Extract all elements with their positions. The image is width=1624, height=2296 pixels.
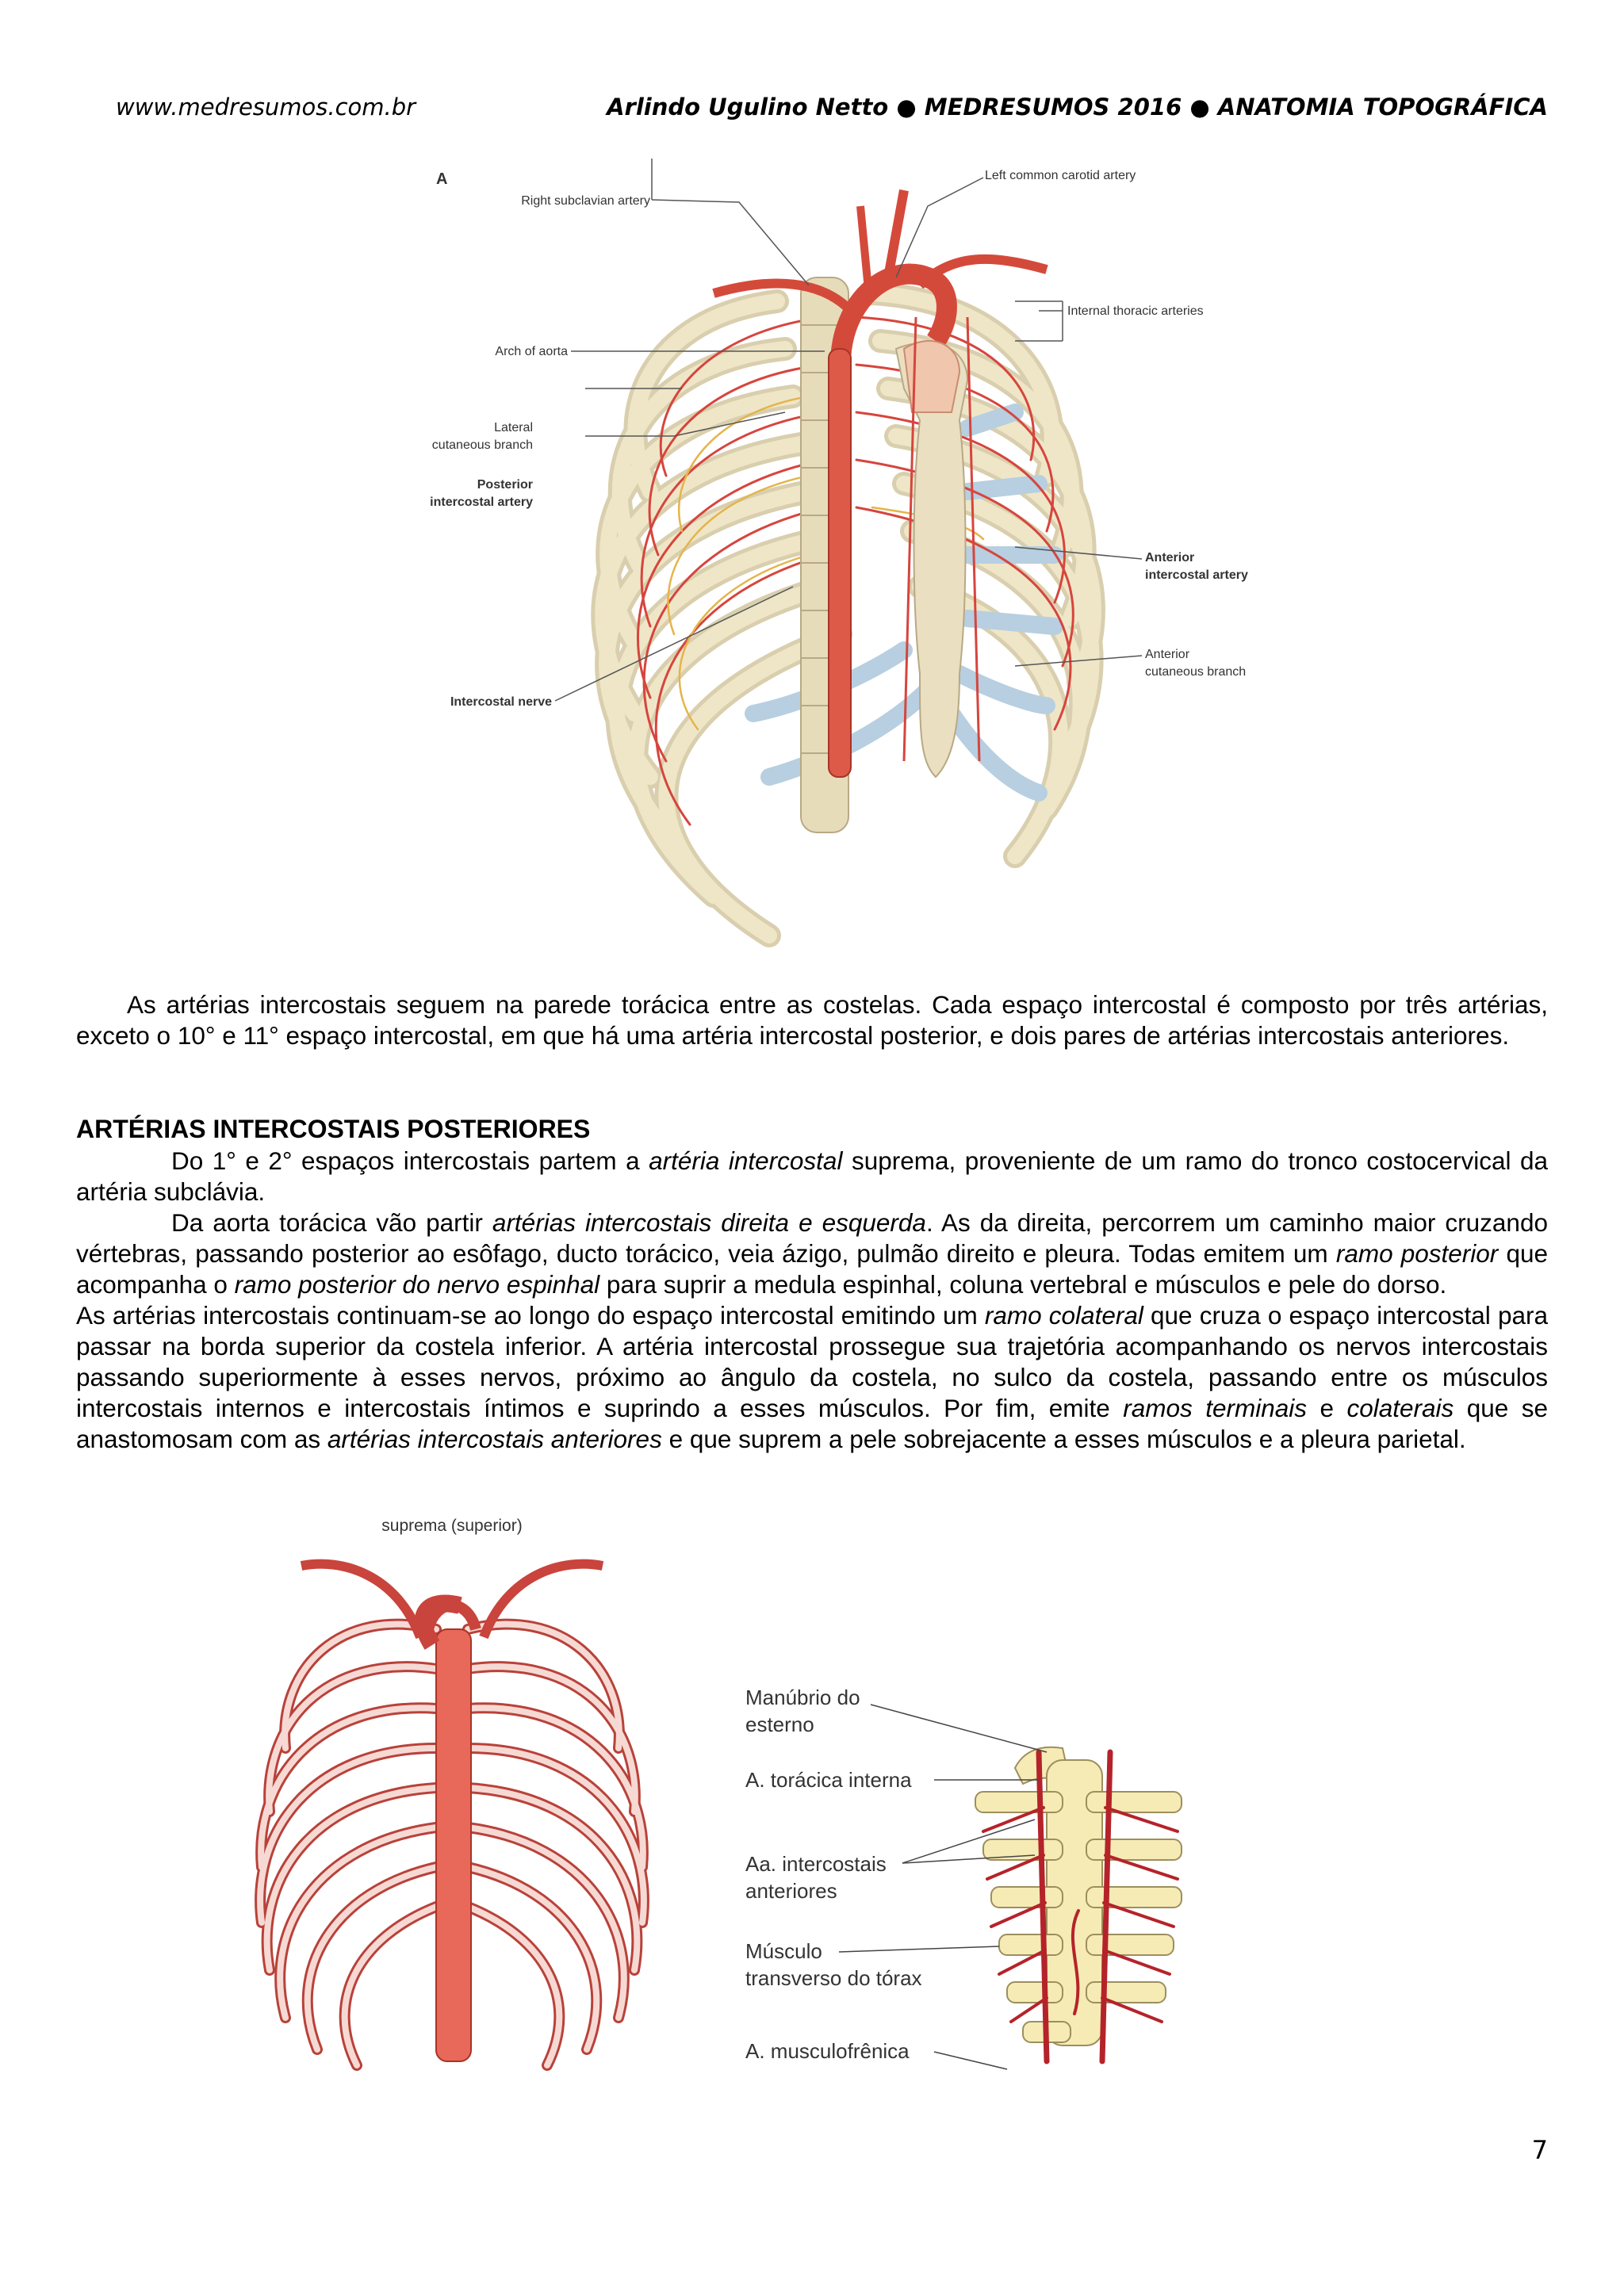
header-title: Arlindo Ugulino Netto ● MEDRESUMOS 2016 … [607, 94, 1548, 121]
figure-ribcage-aorta: suprema (superior) [222, 1510, 682, 2081]
label-right-subclavian: Right subclavian artery [521, 194, 650, 208]
paragraph-aorta: Da aorta torácica vão partir artérias in… [76, 1208, 1548, 1299]
thoracic-cage-illustration: A Right subclavian artery Left common ca… [430, 159, 1248, 947]
label-intercostais-1: Aa. intercostais [745, 1852, 887, 1876]
section-heading: ARTÉRIAS INTERCOSTAIS POSTERIORES [76, 1115, 591, 1143]
paragraph-suprema: Do 1° e 2° espaços intercostais partem a… [76, 1146, 1548, 1206]
label-posterior-intercostal-1: Posterior [477, 478, 533, 492]
label-lateral-cutaneous-2: cutaneous branch [432, 438, 533, 452]
label-anterior-intercostal-1: Anterior [1145, 551, 1194, 564]
label-posterior-intercostal-2: intercostal artery [430, 496, 533, 509]
label-musculo-1: Músculo [745, 1939, 822, 1963]
ribcage-aorta-illustration: suprema (superior) [255, 1517, 649, 2071]
label-arch-of-aorta: Arch of aorta [495, 345, 568, 358]
label-intercostal-nerve: Intercostal nerve [450, 695, 552, 709]
figure-a-panel-letter: A [436, 170, 447, 188]
label-manubrio-2: esterno [745, 1712, 814, 1736]
label-anterior-intercostal-2: intercostal artery [1145, 568, 1248, 582]
section-body: Do 1° e 2° espaços intercostais partem a… [76, 1146, 1548, 1455]
paragraph-colateral: As artérias intercostais continuam-se ao… [76, 1301, 1548, 1453]
figure-internal-thoracic: Manúbrio do esterno A. torácica interna … [737, 1673, 1372, 2085]
label-intercostais-2: anteriores [745, 1879, 837, 1903]
page-number: 7 [1531, 2135, 1548, 2165]
label-anterior-cutaneous-1: Anterior [1145, 648, 1190, 661]
label-toracica-interna: A. torácica interna [745, 1768, 912, 1792]
intro-paragraph: As artérias intercostais seguem na pared… [76, 990, 1548, 1050]
figure-b-top-label: suprema (superior) [381, 1517, 522, 1535]
label-musculofrenica: A. musculofrênica [745, 2039, 910, 2063]
header-website: www.medresumos.com.br [116, 94, 416, 121]
figure-thoracic-arteries: A Right subclavian artery Left common ca… [412, 159, 1269, 959]
label-anterior-cutaneous-2: cutaneous branch [1145, 665, 1246, 679]
label-musculo-2: transverso do tórax [745, 1966, 922, 1990]
label-left-common-carotid: Left common carotid artery [985, 169, 1136, 182]
label-lateral-cutaneous-1: Lateral [494, 421, 533, 434]
label-manubrio-1: Manúbrio do [745, 1686, 860, 1709]
label-internal-thoracic: Internal thoracic arteries [1067, 304, 1204, 318]
internal-thoracic-illustration: Manúbrio do esterno A. torácica interna … [745, 1686, 1182, 2070]
